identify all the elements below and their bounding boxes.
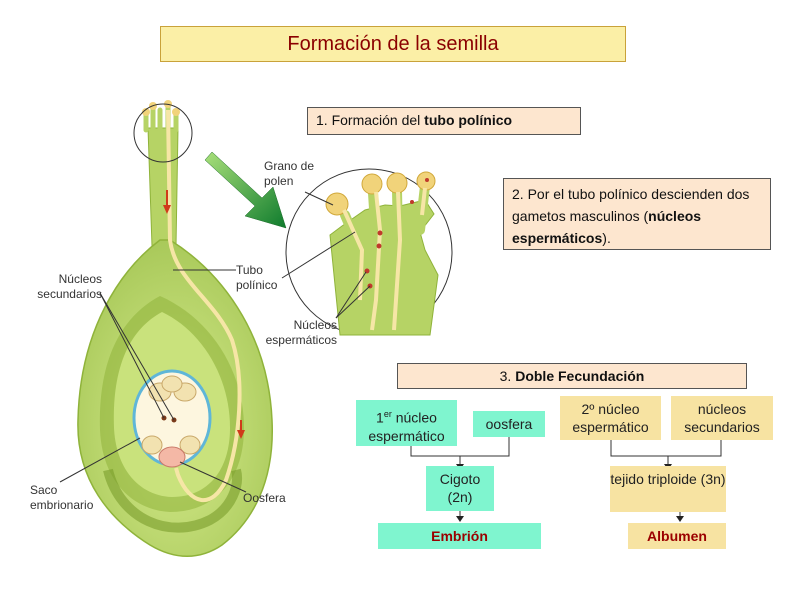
step-2-bold: núcleos espermáticos: [512, 208, 702, 246]
label-grano-polen: Grano de polen: [264, 159, 315, 188]
step-1-bold: tubo polínico: [424, 112, 513, 128]
step-2-text: 2. Por el tubo polínico descienden dos g…: [512, 186, 750, 224]
step-2-end: ).: [602, 230, 611, 246]
box-segundo-nucleo: 2º núcleo espermático: [560, 396, 661, 440]
step-3-box: 3. Doble Fecundación: [397, 363, 747, 389]
zoom-arrow: [204, 151, 287, 229]
step-2-box: 2. Por el tubo polínico descienden dos g…: [503, 178, 771, 250]
step-3-bold: Doble Fecundación: [515, 368, 645, 384]
box-oosfera: oosfera: [473, 411, 545, 437]
label-tubo-polinico: Tubo polínico: [236, 263, 278, 292]
box-tejido-triploide: tejido triploide (3n): [610, 466, 726, 512]
primer-sup: er: [383, 409, 392, 419]
page-title: Formación de la semilla: [160, 26, 626, 62]
pistil: [77, 100, 273, 557]
zoom-stigma: [285, 168, 453, 336]
box-nucleos-secundarios: núcleos secundarios: [671, 396, 773, 440]
leader-lines: [59, 191, 371, 493]
step-1-prefix: 1. Formación del: [316, 112, 425, 128]
magnifier-circle: [133, 103, 193, 163]
box-embrion: Embrión: [378, 523, 541, 549]
primer-num: 1: [376, 409, 384, 426]
step-1-box: 1. Formación del tubo polínico: [307, 107, 581, 135]
box-primer-nucleo: 1er núcleo espermático: [356, 400, 457, 446]
box-albumen: Albumen: [628, 523, 726, 549]
label-oosfera: Oosfera: [243, 491, 286, 505]
primer-text: núcleo espermático: [368, 409, 445, 444]
box-cigoto: Cigoto (2n): [426, 466, 494, 511]
label-saco-embrionario: Saco embrionario: [30, 483, 94, 512]
label-nucleos-secundarios: Núcleos secundarios: [37, 272, 102, 301]
step-3-prefix: 3.: [499, 368, 512, 384]
oosphere: [158, 446, 186, 468]
pollen-tube-small: [166, 109, 242, 502]
label-nucleos-espermaticos: Núcleos espermáticos: [265, 318, 337, 347]
